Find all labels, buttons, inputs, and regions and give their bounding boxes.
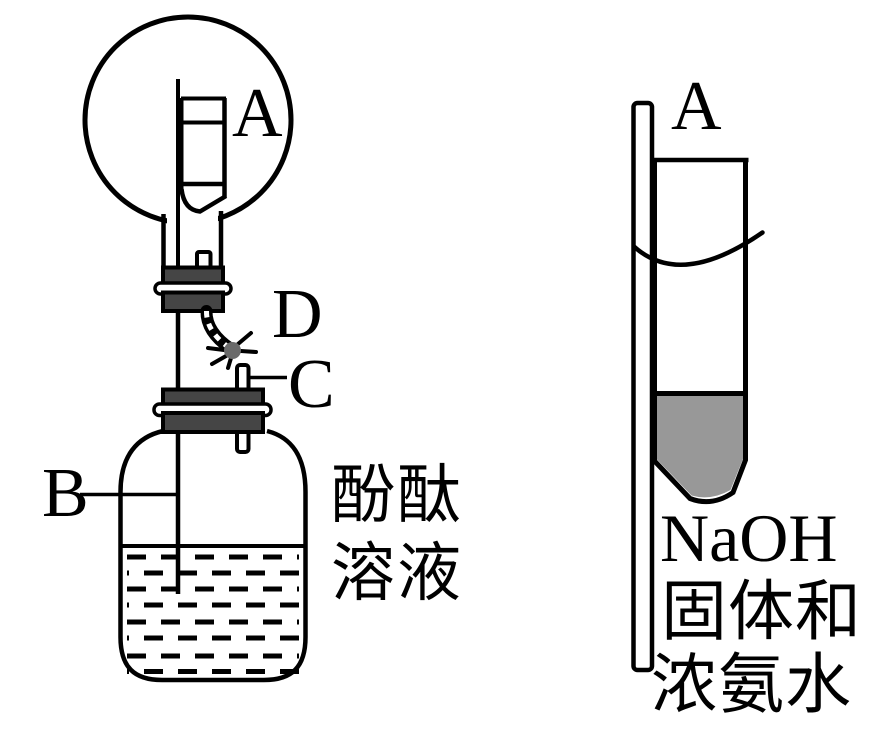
naoh-solid-fill (657, 395, 743, 498)
label-side-tube-c: C (288, 346, 335, 423)
label-inner-tube-a: A (232, 75, 283, 152)
lower-stopper-bottom-band (161, 411, 265, 434)
solution-caption-line1: 酚酞 (331, 460, 463, 531)
tube-tie-curve (631, 230, 765, 267)
right-test-tube-outline (652, 160, 748, 505)
label-bottle-b: B (42, 455, 89, 532)
upper-stopper (153, 265, 233, 313)
label-pinch-clamp-d: D (272, 276, 323, 353)
contents-caption-line2: 固体和 (661, 576, 862, 649)
pinch-clamp-body (224, 342, 241, 359)
liquid-hatch (127, 554, 299, 674)
inner-test-tube (179, 96, 228, 214)
contents-caption-line3: 浓氨水 (651, 649, 852, 722)
inner-test-tube-bottom (179, 188, 228, 214)
pinch-clamp-arms (206, 331, 258, 370)
contents-caption-line1: NaOH (660, 500, 838, 576)
label-right-tube-a: A (671, 68, 722, 145)
solution-caption-line2: 溶液 (331, 538, 463, 609)
lower-stopper (152, 387, 273, 434)
support-stick (631, 100, 655, 673)
upper-stopper-bottom-band (161, 290, 225, 313)
